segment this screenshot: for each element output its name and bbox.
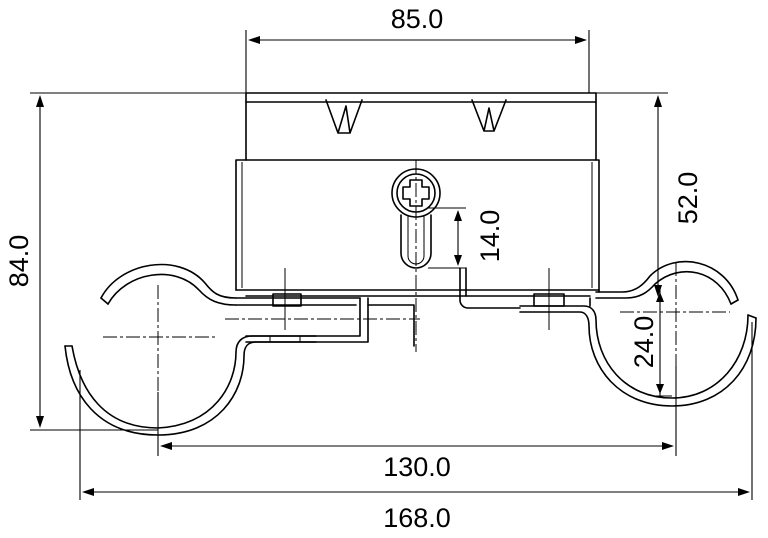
dimension-168: 168.0 <box>79 322 753 533</box>
dim-label-130: 130.0 <box>383 452 451 482</box>
right-pipe-clip <box>519 260 757 407</box>
dimension-84: 84.0 <box>4 92 246 431</box>
dim-label-52: 52.0 <box>673 172 703 225</box>
center-lines <box>103 160 730 392</box>
dim-label-168: 168.0 <box>383 503 451 533</box>
box-body <box>235 92 600 297</box>
dim-label-14: 14.0 <box>475 210 505 263</box>
dimension-130: 130.0 <box>157 366 677 482</box>
left-pipe-clip <box>64 263 415 436</box>
mounting-screws <box>272 267 565 330</box>
dimension-52: 52.0 <box>596 92 703 297</box>
dim-label-84: 84.0 <box>4 235 34 288</box>
dimension-14: 14.0 <box>428 207 505 269</box>
dim-label-85: 85.0 <box>391 4 444 34</box>
dim-label-24: 24.0 <box>629 316 659 369</box>
dimension-85: 85.0 <box>245 4 590 93</box>
dimension-24: 24.0 <box>629 288 672 397</box>
